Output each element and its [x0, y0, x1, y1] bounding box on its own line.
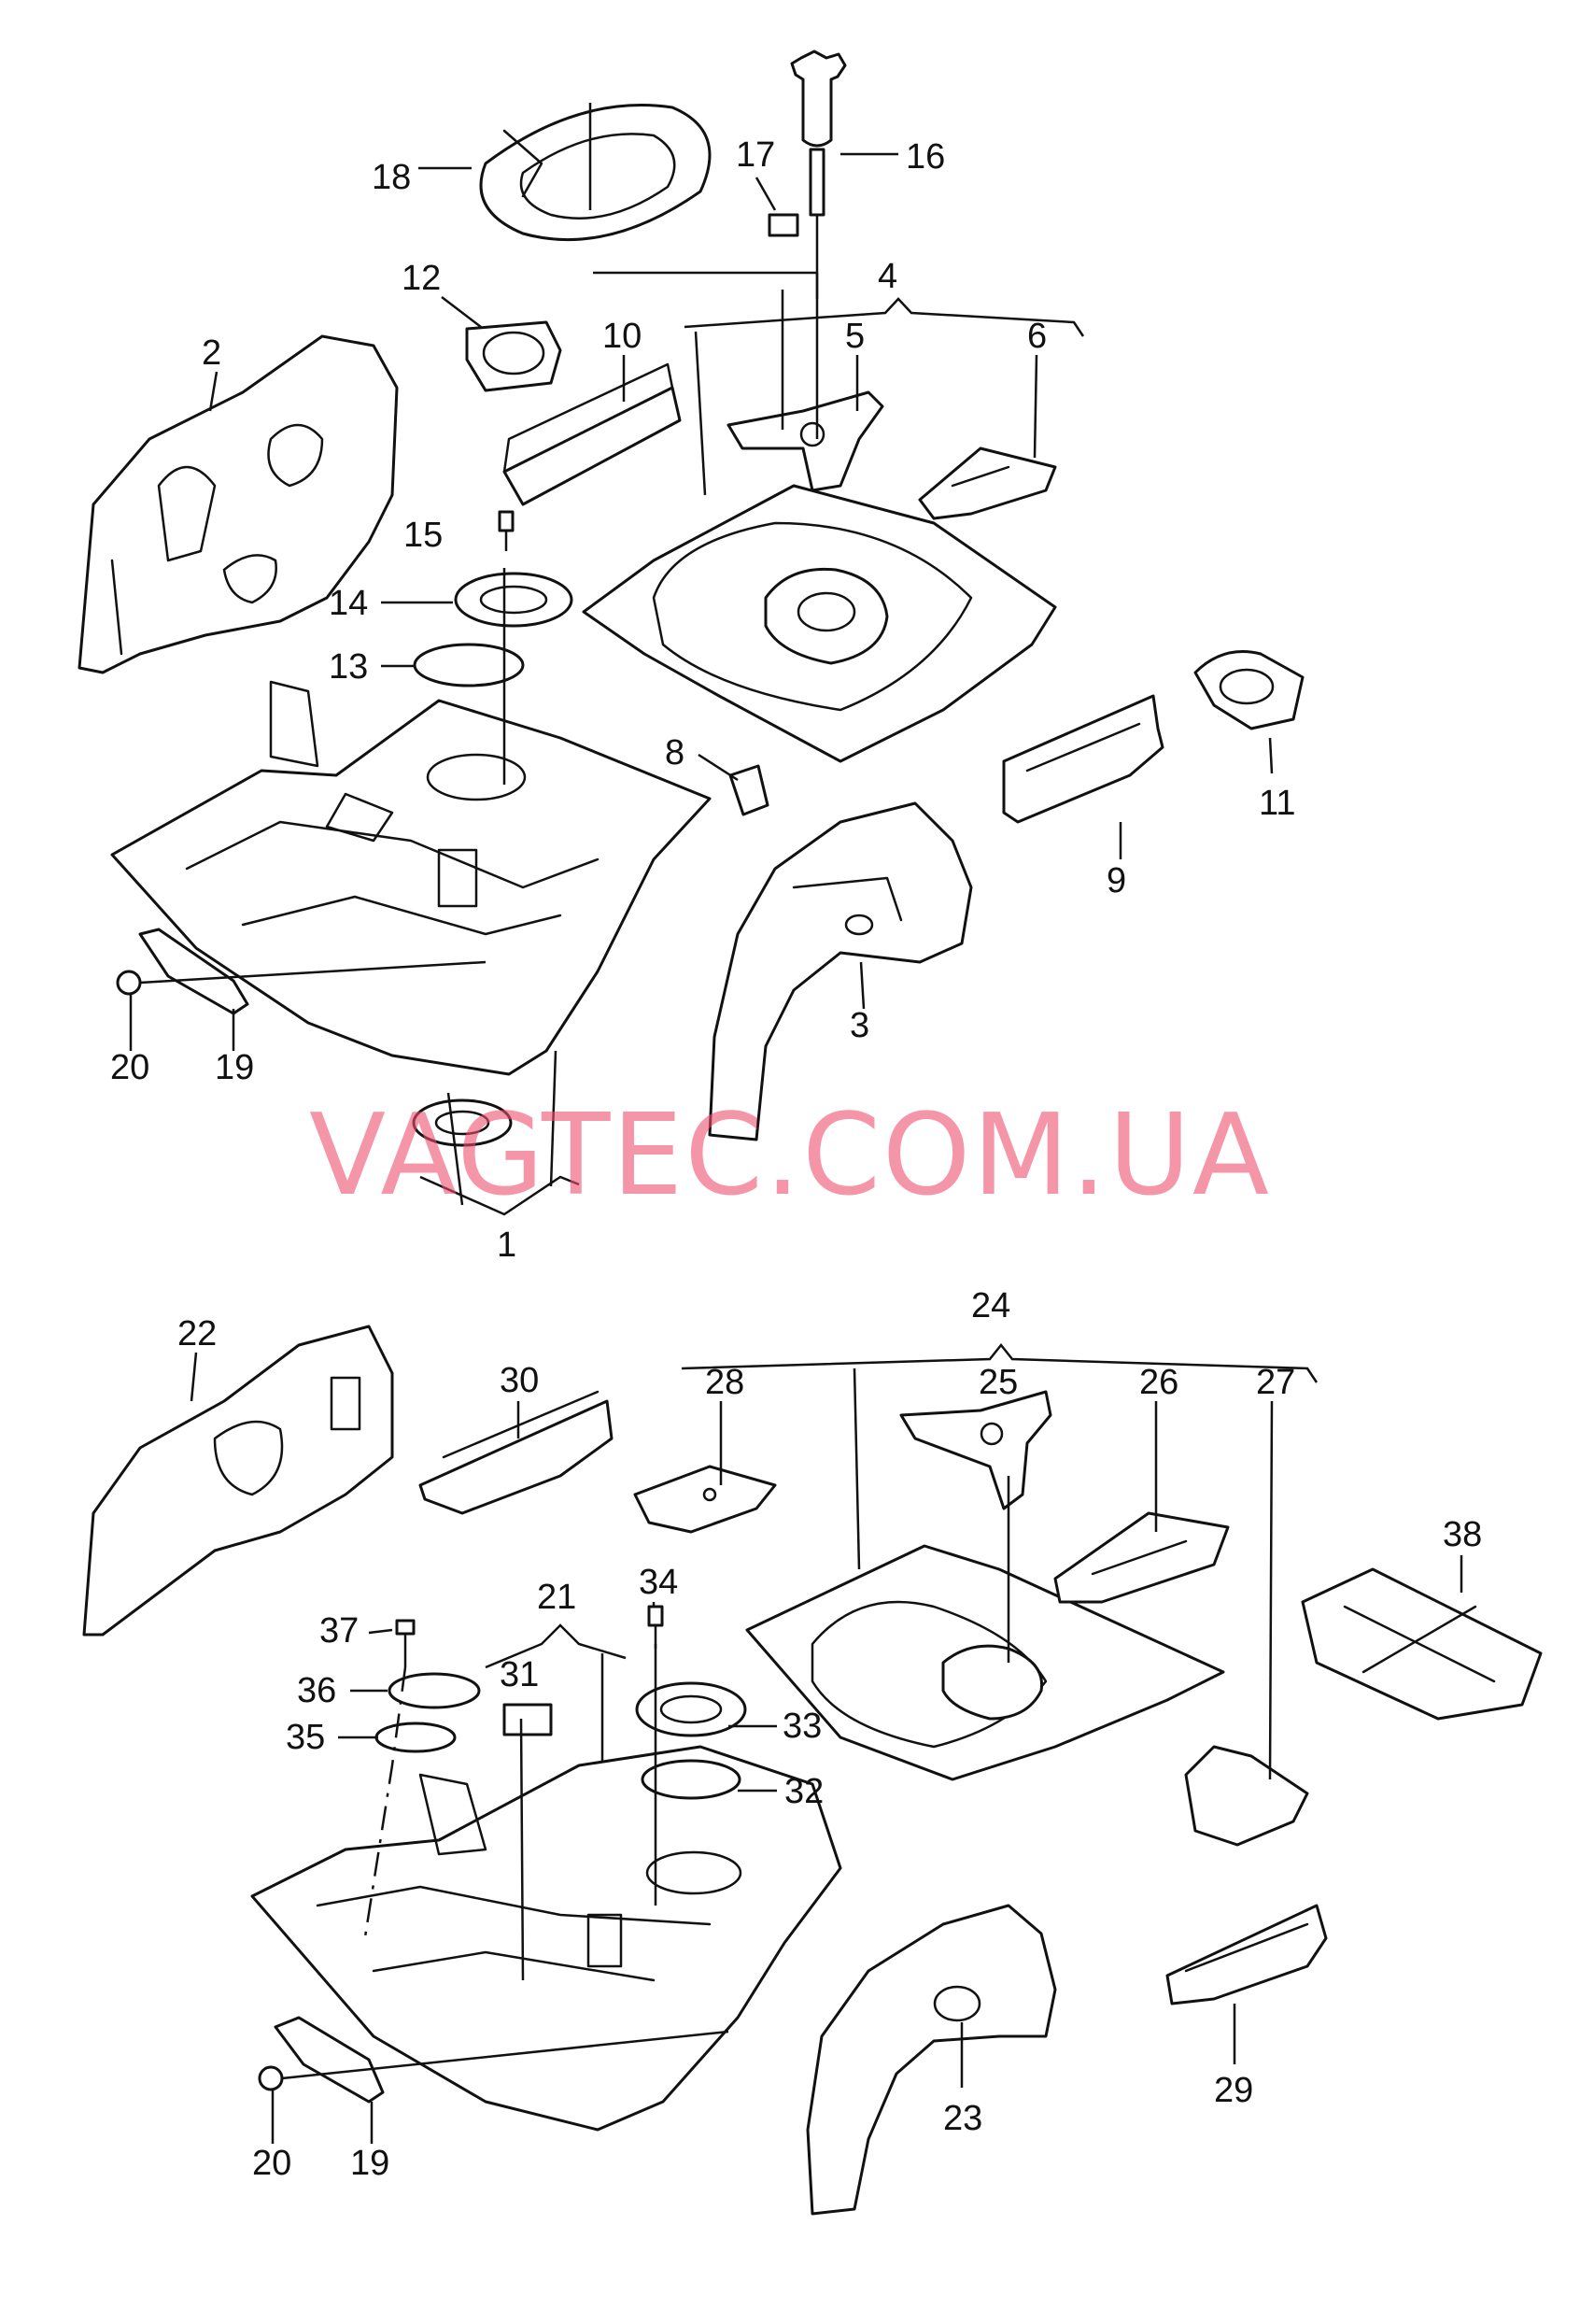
- part-20-screw-upper: [116, 960, 487, 996]
- callout-27: 27: [1256, 1363, 1295, 1402]
- part-27-bracket: [1184, 1745, 1309, 1847]
- callout-22: 22: [177, 1314, 217, 1353]
- part-35-seal: [374, 1722, 457, 1753]
- callout-labels: 18 17 16 4 12 10 5 6 2 15 14 13 8 11 9 3…: [110, 135, 1482, 2183]
- part-14-cover: [454, 572, 573, 628]
- callout-31: 31: [500, 1655, 539, 1694]
- part-13-seal-ring: [413, 643, 525, 687]
- part-19-bracket-upper: [138, 928, 249, 1015]
- callout-leaders: [129, 152, 1463, 2144]
- callout-28: 28: [705, 1363, 744, 1402]
- part-12-plug: [465, 320, 562, 392]
- part-22-wheel-housing-left: [82, 1325, 394, 1637]
- callout-26: 26: [1139, 1363, 1178, 1402]
- part-32-seal-ring: [641, 1759, 741, 1800]
- callout-32: 32: [784, 1772, 824, 1811]
- part-5-spare-wheel-carrier: [727, 390, 884, 492]
- callout-18: 18: [372, 158, 411, 197]
- callout-37: 37: [319, 1611, 359, 1651]
- callout-5: 5: [845, 317, 865, 356]
- part-1-floor-panel: [110, 680, 712, 1076]
- part-16-spare-wheel-bolt: [790, 50, 847, 299]
- callout-23: 23: [943, 2099, 982, 2138]
- part-37-screw: [395, 1619, 416, 1667]
- part-21-floor-panel: [250, 1745, 842, 2132]
- callout-2: 2: [202, 333, 221, 373]
- part-25-spare-wheel-carrier: [899, 1390, 1052, 1510]
- callout-24: 24: [971, 1286, 1010, 1325]
- part-31-clip: [502, 1703, 553, 1736]
- part-9-reinforcement: [1002, 694, 1164, 824]
- callout-21: 21: [537, 1578, 576, 1617]
- callout-19-lower: 19: [350, 2144, 389, 2183]
- callout-20-lower: 20: [252, 2144, 291, 2183]
- part-4-spare-wheel-well: [582, 484, 1057, 763]
- callout-11: 11: [1259, 784, 1295, 823]
- callout-4: 4: [878, 257, 897, 296]
- part-15-bolt: [498, 510, 515, 551]
- callout-25: 25: [979, 1363, 1018, 1402]
- part-8-bracket: [728, 764, 769, 816]
- callout-20-upper: 20: [110, 1048, 149, 1087]
- callout-1: 1: [497, 1226, 516, 1265]
- part-6-bracket: [918, 446, 1057, 520]
- part-29-reinforcement: [1165, 1904, 1328, 2005]
- part-20-screw-lower: [258, 2030, 729, 2091]
- part-10-reinforcement: [502, 362, 682, 506]
- callout-12: 12: [402, 259, 441, 298]
- callout-9: 9: [1107, 861, 1126, 900]
- callout-38: 38: [1443, 1515, 1482, 1554]
- part-33-cover: [635, 1681, 747, 1737]
- part-30-reinforcement: [418, 1390, 614, 1515]
- part-26-bracket: [1053, 1511, 1230, 1604]
- part-36-cover: [388, 1672, 481, 1709]
- callout-13: 13: [329, 647, 368, 687]
- callout-35: 35: [286, 1718, 325, 1757]
- callout-29: 29: [1214, 2071, 1253, 2110]
- part-38-cover-plate: [1301, 1567, 1543, 1721]
- part-19-bracket-lower: [274, 2016, 385, 2104]
- part-2-wheel-housing-left: [78, 334, 399, 674]
- callout-33: 33: [783, 1707, 822, 1746]
- callout-17: 17: [736, 135, 775, 175]
- part-11-plug: [1193, 650, 1305, 730]
- callout-16: 16: [906, 137, 945, 177]
- callout-36: 36: [297, 1671, 336, 1710]
- part-28-bracket: [633, 1465, 777, 1534]
- part-17-clip: [768, 213, 799, 237]
- lower-leader-lines: [362, 1342, 1319, 1981]
- part-24-spare-wheel-well: [745, 1544, 1225, 1781]
- part-23-wheel-housing-right: [806, 1904, 1057, 2216]
- callout-30: 30: [500, 1361, 539, 1400]
- callout-14: 14: [329, 584, 368, 623]
- upper-leader-lines: [419, 271, 1085, 1216]
- callout-6: 6: [1027, 317, 1047, 356]
- callout-8: 8: [665, 733, 684, 772]
- part-34-bolt: [647, 1605, 664, 1649]
- part-18-spare-wheel-insert: [479, 103, 712, 242]
- callout-15: 15: [403, 516, 443, 555]
- callout-19-upper: 19: [215, 1048, 254, 1087]
- callout-34: 34: [639, 1563, 678, 1602]
- callout-3: 3: [850, 1006, 869, 1045]
- callout-10: 10: [602, 317, 642, 356]
- part-7-drain-cover: [412, 1098, 513, 1147]
- part-3-wheel-housing-right: [708, 801, 973, 1141]
